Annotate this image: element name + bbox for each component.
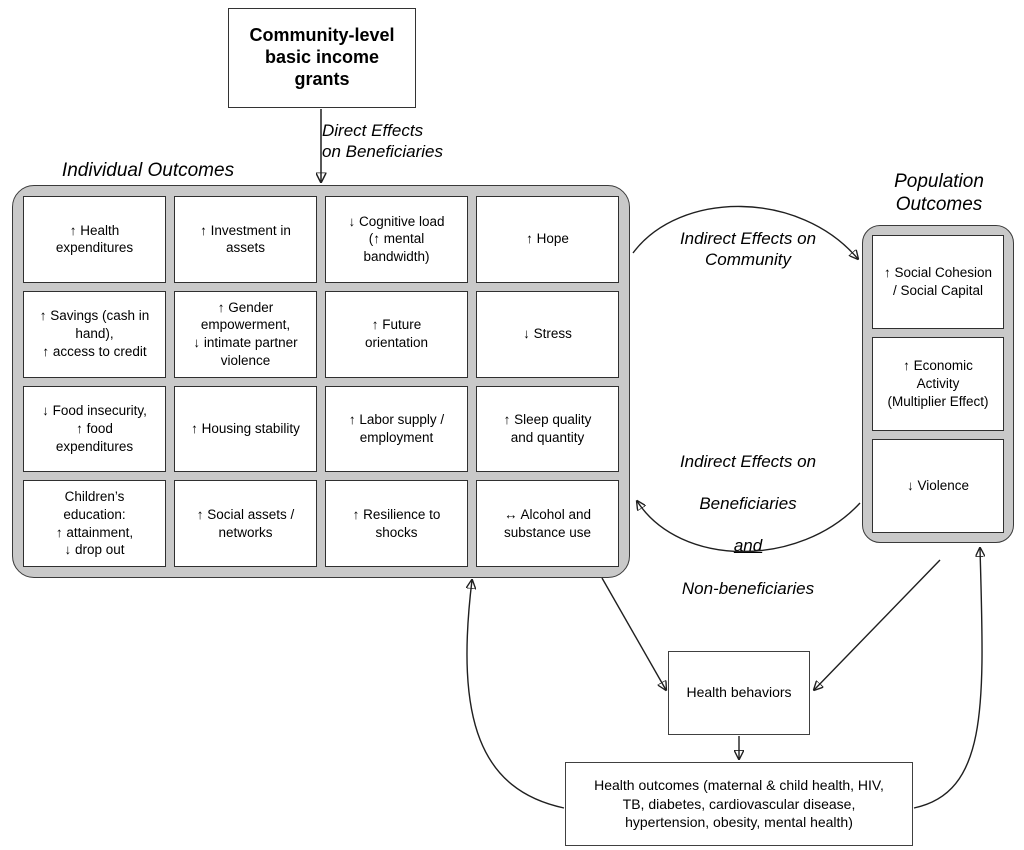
population-cell-economic-activity: ↑ Economic Activity (Multiplier Effect): [872, 337, 1004, 431]
edge-label-indirect-effects-community: Indirect Effects on Community: [679, 229, 817, 270]
outcome-cell-food-insecurity: ↓ Food insecurity, ↑ food expenditures: [23, 385, 166, 473]
individual-outcomes-title: Individual Outcomes: [61, 160, 235, 181]
source-node-community-basic-income-grants: Community-level basic income grants: [228, 8, 416, 108]
population-outcomes-panel: ↑ Social Cohesion / Social Capital ↑ Eco…: [862, 225, 1014, 543]
outcome-cell-stress: ↓ Stress: [476, 290, 619, 378]
edge-label-line-2: Beneficiaries: [699, 494, 797, 514]
population-cell-social-cohesion: ↑ Social Cohesion / Social Capital: [872, 235, 1004, 329]
outcome-cell-savings-access-to-credit: ↑ Savings (cash in hand), ↑ access to cr…: [23, 290, 166, 378]
arrow-health-outcomes-to-population: [913, 548, 982, 809]
outcome-cell-gender-empowerment: ↑ Gender empowerment, ↓ intimate partner…: [174, 290, 317, 378]
health-behaviors-node: Health behaviors: [668, 651, 810, 735]
outcome-cell-resilience-to-shocks: ↑ Resilience to shocks: [325, 480, 468, 567]
edge-label-and-emphasis: and: [733, 536, 763, 556]
population-outcomes-title: Population Outcomes: [894, 171, 984, 215]
outcome-cell-social-assets-networks: ↑ Social assets / networks: [174, 480, 317, 567]
individual-outcomes-grid: ↑ Health expenditures ↑ Investment in as…: [23, 196, 619, 567]
outcome-cell-future-orientation: ↑ Future orientation: [325, 290, 468, 378]
outcome-cell-childrens-education: Children’s education: ↑ attainment, ↓ dr…: [23, 480, 166, 567]
outcome-cell-alcohol-substance-use: ↔ Alcohol and substance use: [476, 480, 619, 567]
health-outcomes-node: Health outcomes (maternal & child health…: [565, 762, 913, 846]
outcome-cell-housing-stability: ↑ Housing stability: [174, 385, 317, 473]
outcome-cell-sleep-quality: ↑ Sleep quality and quantity: [476, 385, 619, 473]
arrow-health-outcomes-to-individual: [467, 580, 565, 809]
population-outcomes-stack: ↑ Social Cohesion / Social Capital ↑ Eco…: [872, 235, 1004, 533]
edge-label-direct-effects: Direct Effects on Beneficiaries: [322, 121, 443, 162]
individual-outcomes-panel: ↑ Health expenditures ↑ Investment in as…: [12, 185, 630, 578]
outcome-cell-health-expenditures: ↑ Health expenditures: [23, 196, 166, 283]
edge-label-line-4: Non-beneficiaries: [681, 578, 815, 598]
outcome-cell-hope: ↑ Hope: [476, 196, 619, 283]
population-cell-violence: ↓ Violence: [872, 439, 1004, 533]
outcome-cell-cognitive-load: ↓ Cognitive load (↑ mental bandwidth): [325, 196, 468, 283]
outcome-cell-labor-supply-employment: ↑ Labor supply / employment: [325, 385, 468, 473]
edge-label-line-1: Indirect Effects on: [679, 452, 817, 472]
edge-label-indirect-effects-beneficiaries: Indirect Effects on Beneficiaries and No…: [644, 430, 852, 599]
outcome-cell-investment-in-assets: ↑ Investment in assets: [174, 196, 317, 283]
